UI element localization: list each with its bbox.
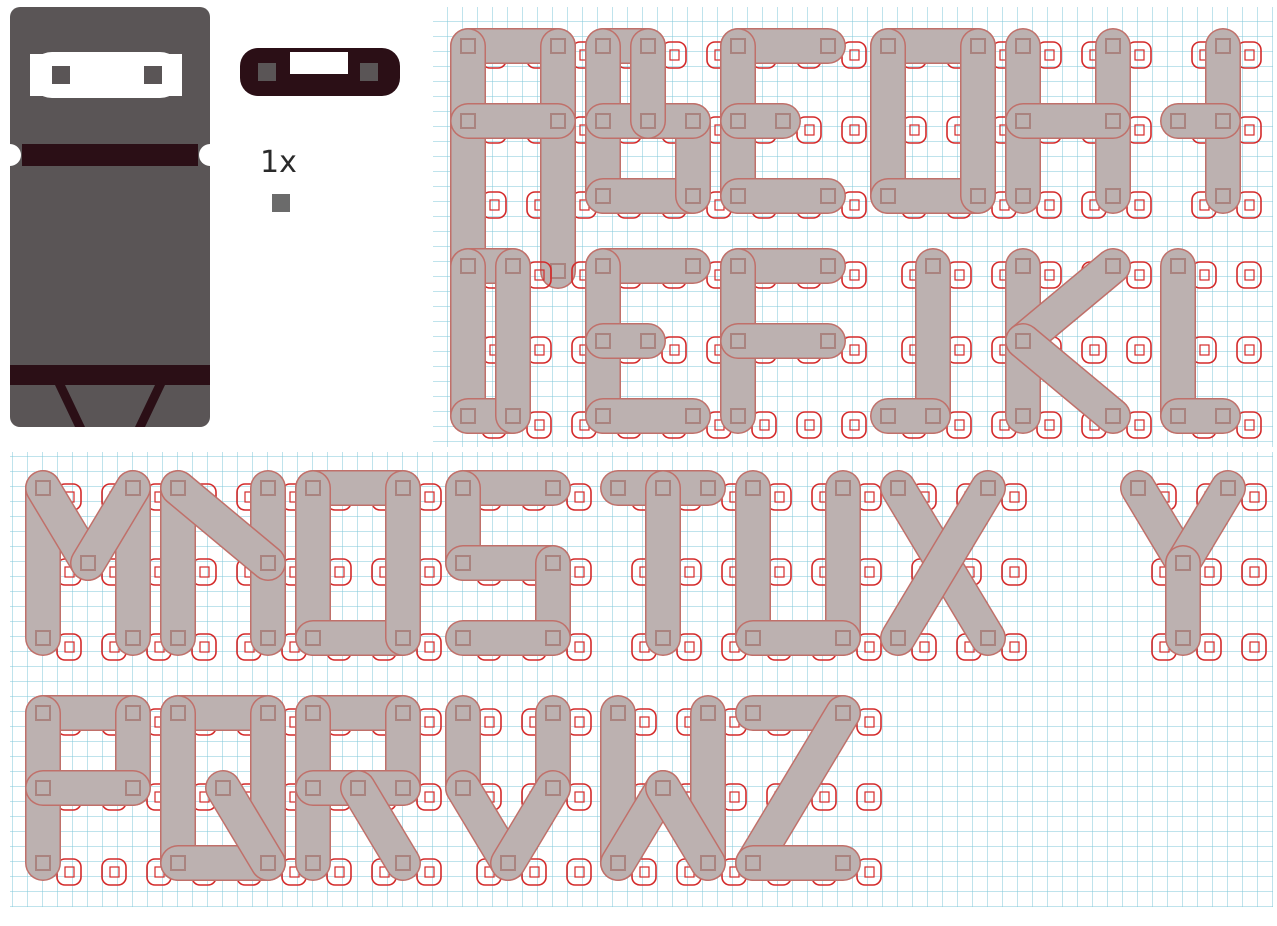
goggles-icon — [240, 48, 400, 96]
mascot-icon — [0, 7, 221, 427]
pixel-swatch-icon — [272, 194, 290, 212]
scale-label: 1x — [260, 148, 297, 178]
glyph-b — [596, 39, 731, 218]
glyph-q — [171, 706, 306, 885]
glyph-s — [456, 481, 591, 660]
